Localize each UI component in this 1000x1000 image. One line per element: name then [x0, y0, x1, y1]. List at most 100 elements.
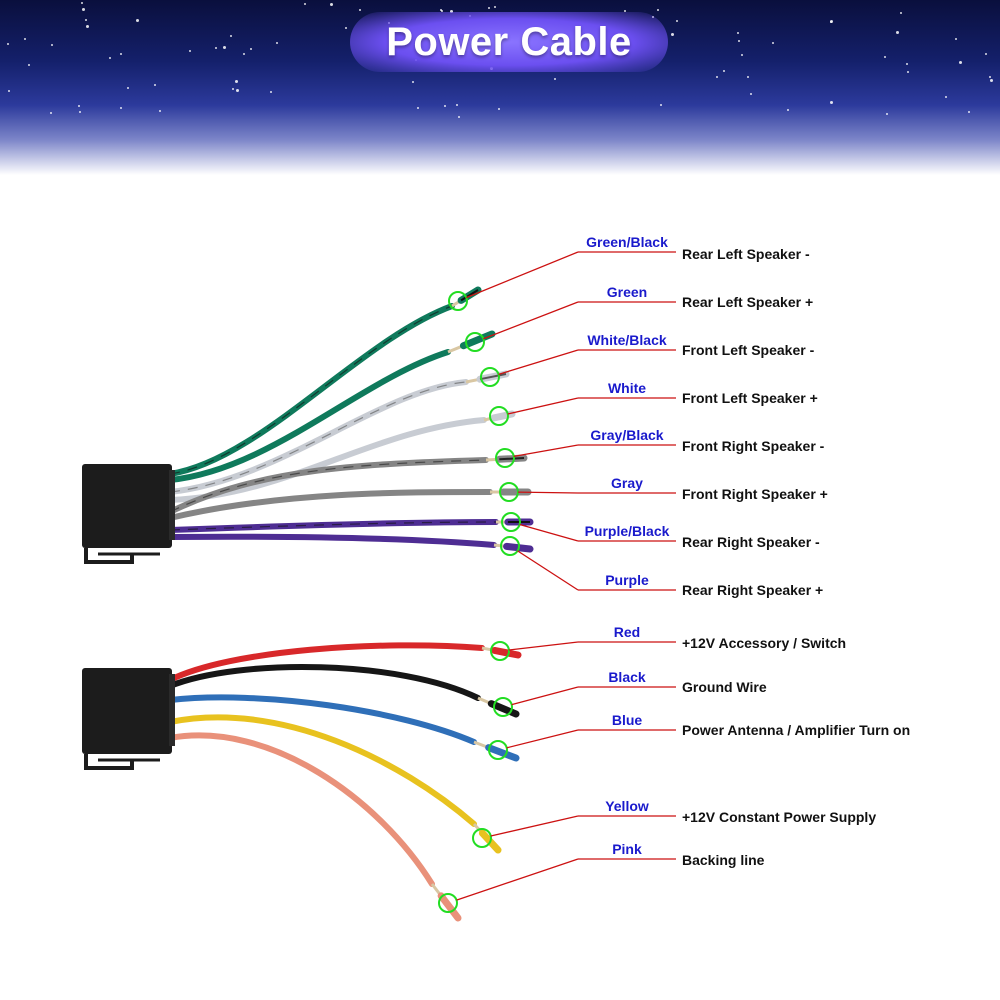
star	[417, 107, 419, 109]
wire-tip	[491, 646, 522, 659]
star	[990, 79, 993, 82]
star	[989, 76, 991, 78]
connector-body	[82, 668, 172, 754]
star	[741, 54, 743, 56]
callout-red: Red+12V Accessory / Switch	[490, 624, 846, 661]
star	[456, 104, 458, 106]
star	[154, 84, 156, 86]
wire-color-label: Gray/Black	[590, 427, 663, 443]
leader-line	[490, 815, 579, 837]
star	[50, 112, 52, 114]
wire-insulation	[167, 663, 481, 701]
star	[676, 20, 678, 22]
connectors-layer	[82, 464, 175, 770]
wire-color-label: Green/Black	[586, 234, 668, 250]
highlight-circle	[489, 406, 509, 426]
star	[660, 104, 662, 106]
wire-tip-stripe	[499, 457, 525, 461]
star	[243, 53, 245, 55]
star	[884, 56, 886, 58]
leader-line	[513, 444, 579, 458]
star	[772, 42, 774, 44]
star	[959, 61, 962, 64]
wire-insulation	[167, 714, 477, 827]
wire-insulation	[167, 349, 451, 483]
highlight-circle	[493, 697, 513, 717]
wire-tip	[437, 892, 462, 922]
wire-tip	[485, 744, 520, 762]
wire-tip	[487, 700, 520, 718]
wire-stripe	[169, 305, 453, 475]
star	[554, 78, 556, 80]
star	[886, 113, 888, 115]
wire-color-label: Green	[607, 284, 647, 300]
highlight-circle	[499, 482, 519, 502]
leader-line	[507, 397, 579, 415]
wire-stripe	[169, 521, 497, 531]
callout-yellow: Yellow+12V Constant Power Supply	[472, 798, 876, 848]
highlight-circle	[480, 367, 500, 387]
wire-function-label: Front Left Speaker -	[682, 342, 815, 358]
highlight-circle	[448, 291, 468, 311]
wire-insulation	[167, 303, 455, 477]
leader-line	[483, 301, 579, 340]
wire-blue	[167, 694, 520, 762]
star	[896, 31, 899, 34]
star	[458, 116, 460, 118]
wire-function-label: Ground Wire	[682, 679, 767, 695]
star	[985, 53, 987, 55]
connector-face	[169, 470, 175, 540]
connector-latch	[84, 754, 134, 770]
wire-color-label: Pink	[612, 841, 642, 857]
star	[968, 111, 970, 113]
highlight-circle	[501, 512, 521, 532]
highlight-circle	[490, 641, 510, 661]
star	[24, 38, 26, 40]
star	[750, 93, 752, 95]
star	[830, 21, 832, 23]
wire-function-label: +12V Accessory / Switch	[682, 635, 846, 651]
star	[945, 96, 947, 98]
wire-insulation	[167, 379, 469, 495]
star	[345, 27, 347, 29]
star	[498, 108, 500, 110]
star	[85, 19, 87, 21]
star	[86, 25, 89, 28]
star	[223, 46, 226, 49]
power-connector	[82, 668, 175, 770]
highlight-circle	[465, 332, 485, 352]
wire-gray-black	[167, 454, 528, 515]
star	[450, 10, 453, 13]
star	[120, 53, 122, 55]
star	[7, 43, 9, 45]
wire-color-label: White/Black	[587, 332, 667, 348]
wire-tip-stripe	[460, 289, 479, 302]
star	[159, 110, 161, 112]
wire-green	[167, 330, 496, 483]
star	[906, 63, 908, 65]
star	[671, 33, 674, 36]
wire-insulation	[167, 519, 499, 533]
star	[276, 42, 278, 44]
star	[441, 10, 443, 12]
wire-function-label: Rear Right Speaker +	[682, 582, 823, 598]
wire-function-label: +12V Constant Power Supply	[682, 809, 876, 825]
wire-color-label: White	[608, 380, 646, 396]
connector-latch	[84, 548, 134, 564]
wire-color-label: Purple/Black	[585, 523, 670, 539]
wire-color-label: Blue	[612, 712, 643, 728]
star	[624, 10, 626, 12]
star	[738, 40, 740, 42]
leader-line	[519, 523, 579, 542]
star	[440, 9, 442, 11]
star	[250, 48, 252, 50]
